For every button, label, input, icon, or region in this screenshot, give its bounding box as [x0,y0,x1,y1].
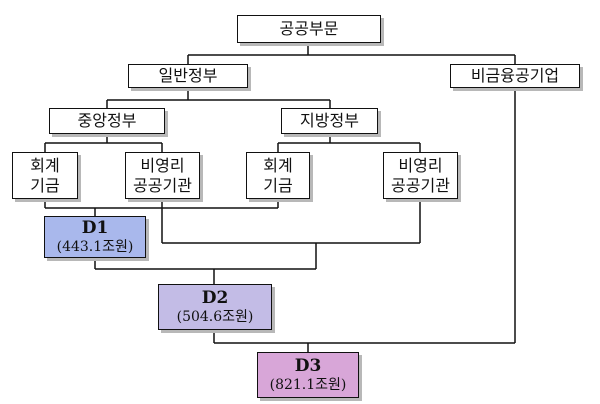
local-nonprofit-institutions-box: 비영리 공공기관 [383,152,458,199]
local-government-box: 지방정부 [281,108,378,134]
connector-nonprofit-to-d2 [94,199,421,284]
connector-local-to-children [277,134,421,152]
d2-box: D2 (504.6조원) [158,284,272,330]
general-government-box: 일반정부 [128,64,248,88]
d2-amount: (504.6조원) [176,308,254,325]
d2-label: D2 [201,287,229,308]
connector-to-d3 [213,88,516,352]
d3-box: D3 (821.1조원) [257,352,359,398]
d1-amount: (443.1조원) [56,238,134,255]
connector-public-to-children [187,43,516,64]
non-financial-public-enterprises-box: 비금융공기업 [450,64,580,88]
d3-amount: (821.1조원) [269,376,347,393]
central-accounts-label: 회계 [30,155,60,175]
d1-box: D1 (443.1조원) [44,216,146,258]
local-government-label: 지방정부 [300,111,359,130]
central-public-institutions-label: 공공기관 [133,175,192,195]
d3-label: D3 [294,355,322,376]
central-government-label: 중앙정부 [77,111,137,130]
central-funds-label: 기금 [30,175,60,195]
public-sector-box: 공공부문 [237,15,381,43]
d1-label: D1 [81,217,109,238]
local-nonprofit-label: 비영리 [398,155,443,175]
connector-general-to-children [106,88,331,108]
non-financial-public-enterprises-label: 비금융공기업 [470,66,560,85]
public-sector-label: 공공부문 [279,19,339,38]
connector-central-to-children [44,134,163,152]
local-accounts-label: 회계 [263,155,293,175]
local-funds-label: 기금 [263,175,293,195]
general-government-label: 일반정부 [158,66,218,85]
central-government-box: 중앙정부 [49,108,165,134]
central-nonprofit-label: 비영리 [140,155,185,175]
central-nonprofit-institutions-box: 비영리 공공기관 [125,152,200,199]
local-accounts-funds-box: 회계 기금 [246,152,310,199]
local-public-institutions-label: 공공기관 [391,175,450,195]
central-accounts-funds-box: 회계 기금 [12,152,78,199]
